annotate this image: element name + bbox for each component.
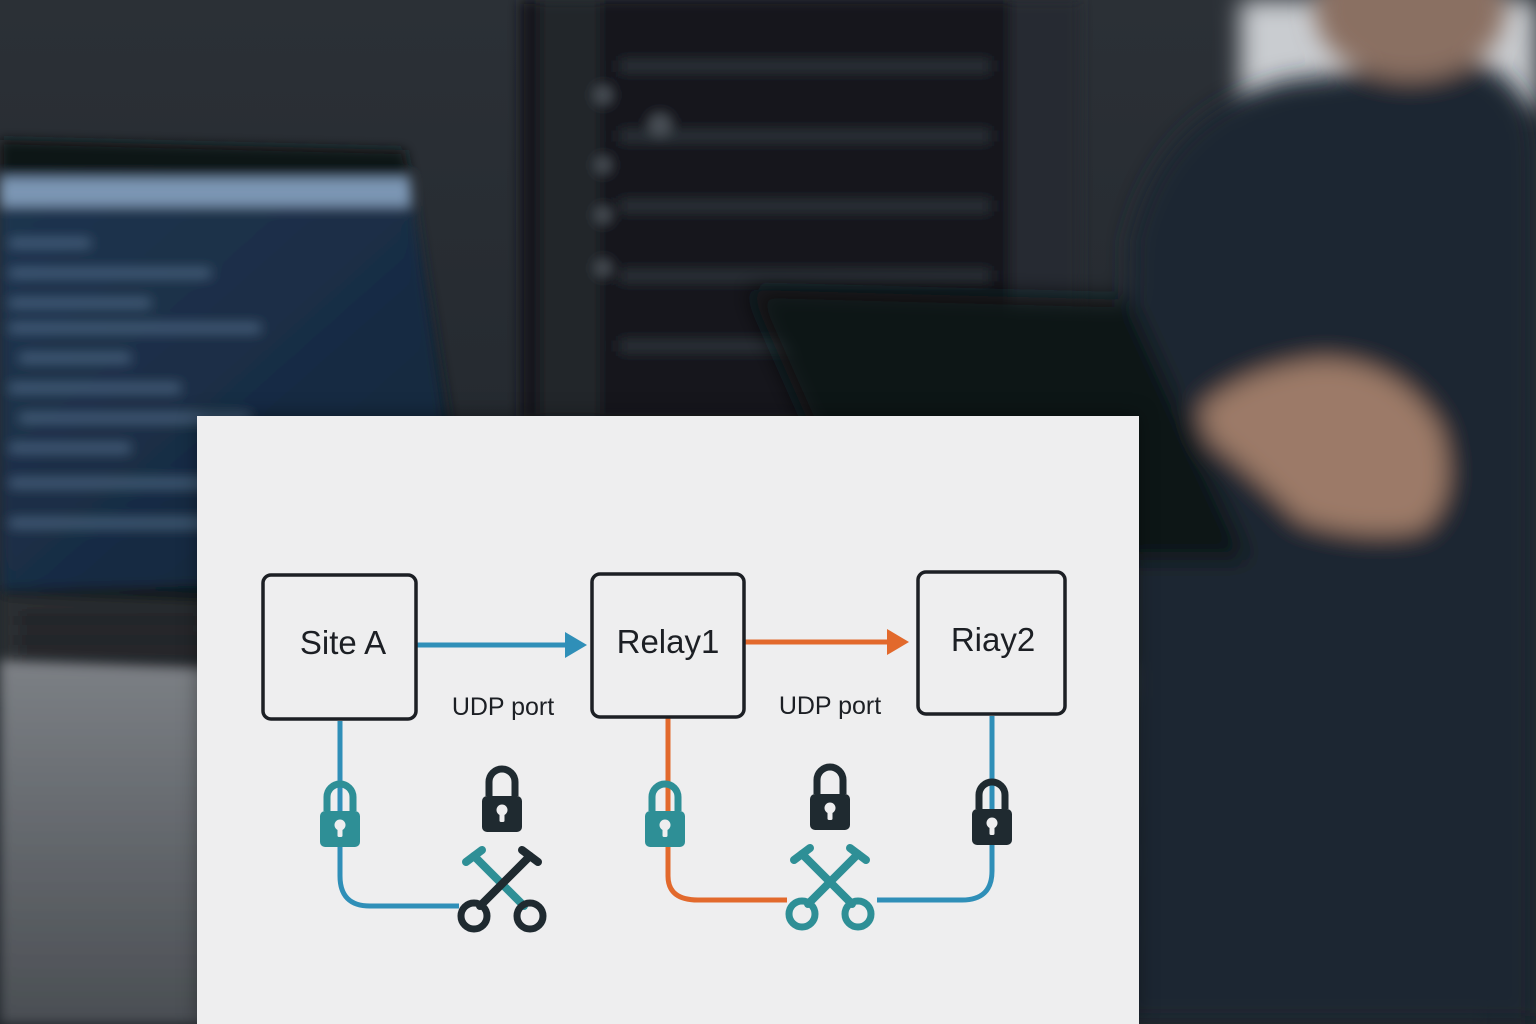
node-site-a-label: Site A: [300, 624, 386, 661]
connector-site-a-relay1: [417, 632, 587, 658]
node-relay2: Riay2: [916, 570, 1067, 716]
node-site-a: Site A: [261, 573, 418, 721]
node-relay1: Relay1: [590, 572, 746, 719]
connector-relay1-relay2: [745, 629, 909, 655]
link-relay2-down: [877, 716, 995, 903]
node-relay2-label: Riay2: [951, 621, 1035, 658]
network-diagram: Site A Relay1 Riay2 UDP port UDP port: [197, 416, 1139, 1024]
node-relay1-label: Relay1: [617, 623, 720, 660]
edge-label-relay1-relay2: UDP port: [779, 692, 881, 720]
link-site-a-down: [337, 721, 459, 909]
scissors-key-icon: [457, 846, 547, 933]
diagram-board: Site A Relay1 Riay2 UDP port UDP port: [197, 416, 1139, 1024]
link-relay1-down: [665, 718, 787, 903]
edge-label-site-a-relay1: UDP port: [452, 693, 554, 721]
